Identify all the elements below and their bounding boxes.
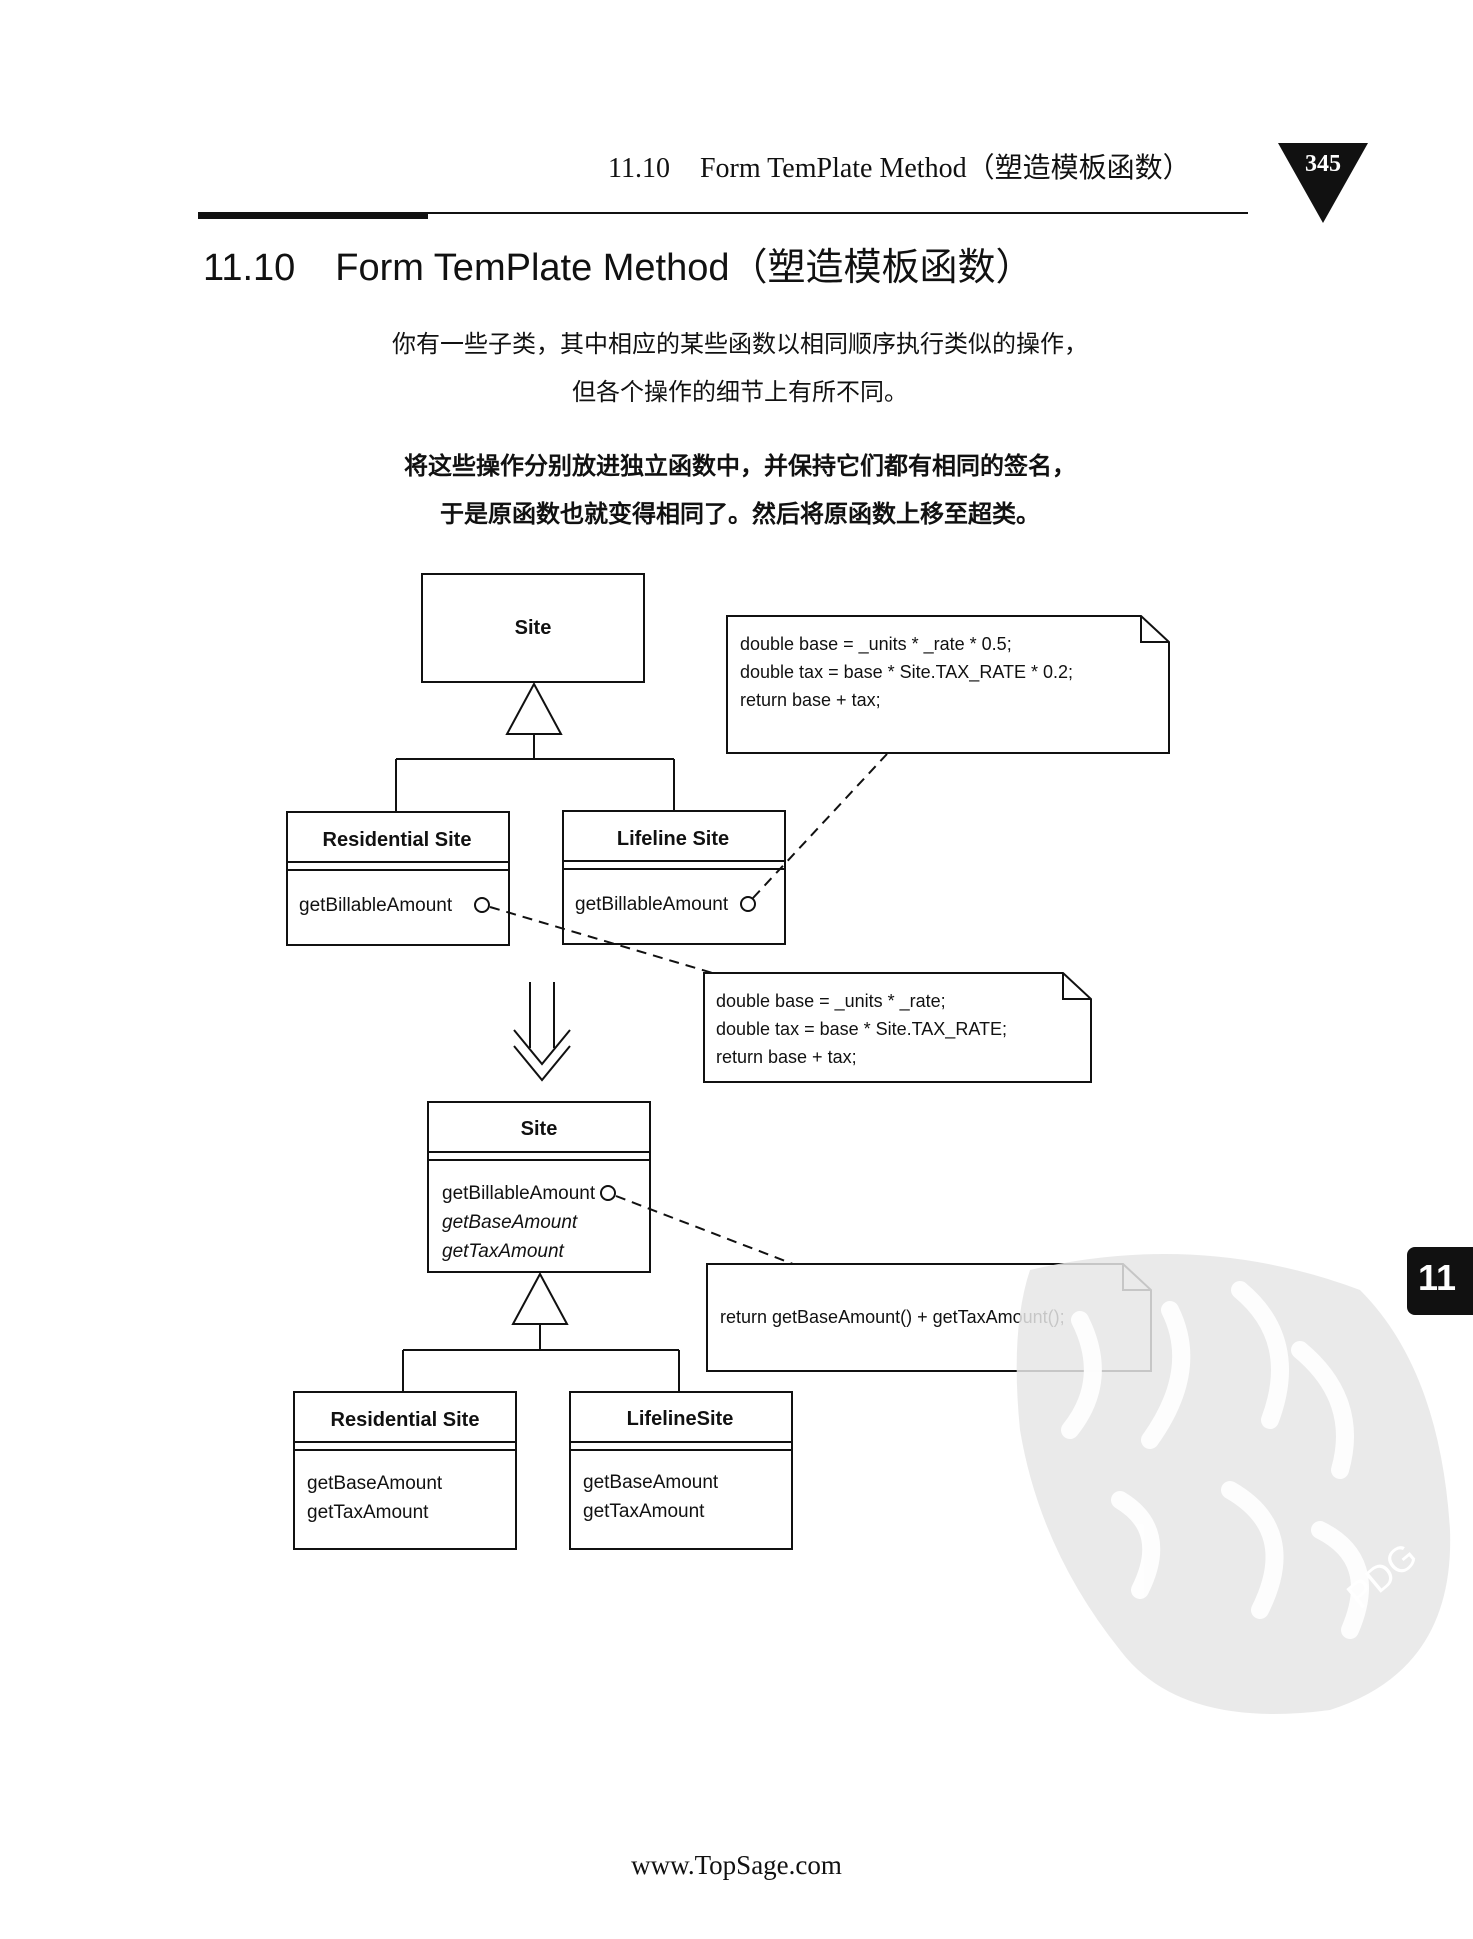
residential-after-method-tax: getTaxAmount (307, 1502, 429, 1523)
note-anchor-residential (474, 897, 490, 913)
lifeline-note (726, 615, 1170, 754)
chapter-tab-number: 11 (1417, 1257, 1457, 1298)
note-anchor-site (600, 1185, 616, 1201)
site-method-tax: getTaxAmount (442, 1241, 565, 1262)
site-class-name: Site (515, 617, 552, 639)
dashed-link-site (615, 1195, 794, 1265)
site-class-box (421, 573, 645, 683)
lifeline-note-line-1: double base = _units * _rate * 0.5; (740, 634, 1012, 655)
site-method-base: getBaseAmount (442, 1212, 578, 1233)
page-number-badge: 345 (1278, 143, 1368, 223)
problem-statement: 你有一些子类，其中相应的某些函数以相同顺序执行类似的操作， 但各个操作的细节上有… (300, 320, 1180, 416)
residential-class-name-after: Residential Site (331, 1409, 480, 1431)
lifeline-site-box (562, 810, 786, 945)
residential-note-line-1: double base = _units * _rate; (716, 991, 946, 1012)
lifeline-method: getBillableAmount (575, 894, 729, 915)
lifeline-site-box-after (569, 1391, 793, 1550)
problem-line-2: 但各个操作的细节上有所不同。 (572, 378, 908, 406)
template-note-text: return getBaseAmount() + getTaxAmount(); (720, 1307, 1065, 1327)
residential-note-line-3: return base + tax; (716, 1047, 857, 1067)
dashed-link-lifeline (752, 753, 888, 899)
residential-after-method-base: getBaseAmount (307, 1473, 443, 1494)
problem-line-1: 你有一些子类，其中相应的某些函数以相同顺序执行类似的操作， (392, 330, 1088, 358)
solution-line-1: 将这些操作分别放进独立函数中，并保持它们都有相同的签名， (404, 452, 1076, 480)
solution-line-2: 于是原函数也就变得相同了。然后将原函数上移至超类。 (440, 500, 1040, 528)
solution-statement: 将这些操作分别放进独立函数中，并保持它们都有相同的签名， 于是原函数也就变得相同… (300, 442, 1180, 538)
lifeline-after-method-base: getBaseAmount (583, 1472, 719, 1493)
header-rule-accent (198, 214, 428, 219)
residential-method: getBillableAmount (299, 895, 453, 916)
note-anchor-lifeline (740, 896, 756, 912)
residential-note-line-2: double tax = base * Site.TAX_RATE; (716, 1019, 1007, 1040)
header-rule (198, 212, 1248, 214)
lifeline-note-line-2: double tax = base * Site.TAX_RATE * 0.2; (740, 662, 1073, 683)
header-section-title: Form TemPlate Method（塑造模板函数） (699, 153, 1191, 184)
page-number-triangle (1278, 143, 1368, 223)
chapter-tab: 11 (1407, 1247, 1473, 1315)
lifeline-class-name: Lifeline Site (617, 828, 729, 850)
section-title: 11.10 Form TemPlate Method（塑造模板函数） (203, 236, 1034, 291)
residential-site-box (286, 811, 510, 946)
watermark-stamp: PDG (1016, 1254, 1451, 1714)
site-class-box-after (427, 1101, 651, 1273)
inheritance-triangle-after (511, 1271, 569, 1325)
residential-site-box-after (293, 1391, 517, 1550)
footer-url: www.TopSage.com (631, 1850, 842, 1880)
residential-note (703, 972, 1092, 1083)
residential-class-name: Residential Site (323, 829, 472, 851)
section-title-text: Form TemPlate Method（塑造模板函数） (335, 247, 1034, 289)
lifeline-after-method-tax: getTaxAmount (583, 1501, 705, 1522)
lifeline-note-line-3: return base + tax; (740, 690, 881, 710)
section-number: 11.10 (203, 247, 296, 289)
page-number: 345 (1305, 151, 1341, 177)
dashed-link-residential (489, 906, 717, 975)
inheritance-triangle-before (505, 681, 563, 735)
site-class-name-after: Site (521, 1118, 558, 1140)
running-header: 11.10 Form TemPlate Method（塑造模板函数） (608, 146, 1191, 186)
lifeline-class-name-after: LifelineSite (627, 1408, 734, 1430)
site-method-billable: getBillableAmount (442, 1183, 596, 1204)
header-section-number: 11.10 (608, 153, 670, 184)
refactor-arrow-icon (513, 982, 571, 1082)
